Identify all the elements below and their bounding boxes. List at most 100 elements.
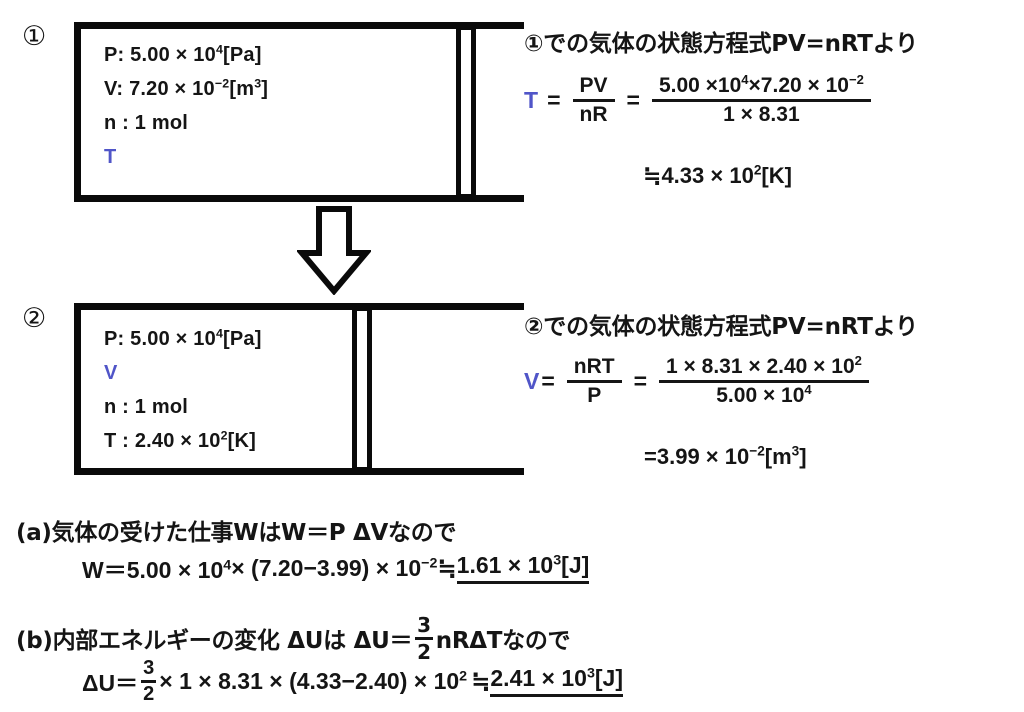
gas-pressure-mantissa-1: 5.00 × 10 — [130, 44, 216, 66]
equals-symbol-2: = — [644, 444, 657, 469]
part-b-mid-text: × 1 × 8.31 × (4.33−2.40) × 10 — [159, 667, 460, 694]
result-unit-1: [K] — [761, 163, 792, 188]
down-block-arrow — [295, 205, 373, 296]
gas-temperature-mantissa-2: 2.40 × 10 — [134, 430, 221, 452]
result-unit-open-2: [m — [764, 444, 792, 469]
derivation-heading-2: ②での気体の状態方程式PV=nRTより — [524, 314, 918, 340]
gas-state-list-2: P: 5.00 × 104[Pa] V n : 1 mol T : 2.40 ×… — [104, 322, 262, 458]
fraction-bar — [572, 99, 615, 102]
fraction-three-halves-heading: 3 2 — [415, 613, 433, 664]
cylinder-top-wall-1 — [74, 22, 524, 29]
result-unit-exponent-2: 3 — [791, 443, 800, 459]
fraction-denominator: nR — [579, 103, 608, 126]
gas-pressure-exponent-1: 4 — [215, 42, 224, 57]
cylinder-diagram-1 — [74, 22, 524, 202]
derivation-equation-2: V = nRT P = 1 × 8.31 × 2.40 × 102 5.00 ×… — [524, 353, 918, 408]
cylinder-bottom-wall-2 — [74, 468, 524, 475]
fraction-three-halves: 3 2 — [141, 657, 157, 706]
part-a-mid: × (7.20−3.99) × 10−2 — [231, 555, 437, 582]
derivation-result-1: ≒4.33 × 102[K] — [643, 163, 792, 189]
fraction-pv-over-nr: PV nR — [572, 74, 615, 127]
numeric-denominator-2: 5.00 × 10 — [716, 384, 805, 407]
derivation-equals-2a: = — [541, 368, 555, 394]
numeric-part-a: 5.00 ×10 — [658, 74, 742, 97]
gas-volume-1: V: 7.20 × 10−2[m3] — [104, 72, 268, 106]
fraction-numeric-2: 1 × 8.31 × 2.40 × 102 5.00 × 104 — [659, 353, 869, 408]
part-a-heading: (a)気体の受けた仕事WはW＝P ΔVなので — [16, 520, 457, 546]
derivation-heading-1: ①での気体の状態方程式PV=nRTより — [524, 31, 918, 57]
derivation-equation-1: T = PV nR = 5.00 ×104×7.20 × 10−2 1 × 8.… — [524, 72, 918, 127]
gas-pressure-1: P: 5.00 × 104[Pa] — [104, 38, 268, 72]
fraction-bar-b — [141, 680, 157, 683]
part-a-mid-exponent: −2 — [421, 554, 438, 571]
fraction-bar-numeric-2 — [659, 380, 869, 383]
derivation-block-2: ②での気体の状態方程式PV=nRTより V = nRT P = 1 × 8.31… — [524, 307, 918, 408]
gas-pressure-2: P: 5.00 × 104[Pa] — [104, 322, 262, 356]
numeric-part-a-exp: 4 — [741, 72, 749, 87]
piston-1 — [456, 25, 476, 199]
derivation-equals-2b: = — [633, 368, 648, 394]
gas-temperature-unit-2: [K] — [227, 430, 257, 452]
gas-pressure-label-1: P: — [104, 44, 125, 66]
part-a-mid-text: × (7.20−3.99) × 10 — [231, 554, 422, 581]
gas-temperature-1: T — [104, 146, 117, 168]
derivation-equals-1b: = — [626, 87, 640, 113]
gas-volume-unit-exponent-1: 3 — [254, 76, 262, 91]
fraction-numerator-2: nRT — [573, 355, 615, 378]
fraction-numerator-b: 3 — [143, 657, 155, 679]
gas-temperature-label-2: T : — [104, 430, 130, 452]
part-a-answer-exponent: 3 — [553, 552, 562, 569]
fraction-denominator-2: P — [587, 384, 602, 407]
gas-volume-2: V — [104, 362, 118, 384]
part-a-approx-symbol: ≒ — [437, 554, 457, 581]
part-a-lhs-exponent: 4 — [223, 557, 232, 574]
part-b-mid-exponent: 2 — [459, 668, 468, 685]
gas-pressure-unit-2: [Pa] — [223, 328, 262, 350]
gas-volume-exponent-1: −2 — [214, 76, 230, 91]
approx-symbol-1: ≒ — [643, 163, 662, 188]
fraction-numerator: PV — [579, 74, 608, 97]
cylinder-left-wall-1 — [74, 22, 81, 202]
gas-pressure-unit-1: [Pa] — [223, 44, 262, 66]
part-b-equation: ΔU＝ 3 2 × 1 × 8.31 × (4.33−2.40) × 102 ≒… — [82, 657, 624, 706]
derivation-lhs-2: V — [524, 368, 540, 394]
part-b-answer-exponent: 3 — [586, 665, 595, 682]
part-a-answer-unit: [J] — [561, 552, 590, 578]
gas-temperature-2: T : 2.40 × 102[K] — [104, 424, 262, 458]
fraction-denominator-b: 2 — [143, 682, 155, 705]
result-exponent-1: 2 — [753, 162, 762, 178]
fraction-bar-2 — [566, 380, 622, 383]
part-a-answer-mantissa: 1.61 × 10 — [456, 552, 554, 578]
numeric-numerator-2-exp: 2 — [854, 353, 862, 368]
cylinder-top-wall-2 — [74, 303, 524, 310]
derivation-equals-1a: = — [547, 87, 561, 113]
result-mantissa-1: 4.33 × 10 — [661, 163, 754, 188]
derivation-block-1: ①での気体の状態方程式PV=nRTより T = PV nR = 5.00 ×10… — [524, 24, 918, 127]
gas-pressure-label-2: P: — [104, 328, 125, 350]
part-a-answer: 1.61 × 103[J] — [456, 552, 590, 584]
cylinder-left-wall-2 — [74, 303, 81, 475]
fraction-numerator-numeric-1: 5.00 ×104×7.20 × 10−2 — [652, 72, 871, 99]
part-a-lhs: W＝5.00 × 104 — [82, 551, 231, 585]
part-b-mid: × 1 × 8.31 × (4.33−2.40) × 102 — [159, 668, 467, 695]
gas-volume-unit-open-1: [m — [229, 78, 255, 100]
fraction-denominator-numeric-2: 5.00 × 104 — [709, 383, 818, 408]
fraction-numerator-numeric-2: 1 × 8.31 × 2.40 × 102 — [659, 353, 869, 380]
numeric-part-b: ×7.20 × 10 — [748, 74, 849, 97]
fraction-numeric-1: 5.00 ×104×7.20 × 10−2 1 × 8.31 — [651, 72, 871, 127]
gas-temperature-exponent-2: 2 — [220, 428, 228, 443]
cylinder-diagram-2 — [74, 303, 524, 475]
part-b-lhs: ΔU＝ — [82, 670, 139, 697]
gas-state-list-1: P: 5.00 × 104[Pa] V: 7.20 × 10−2[m3] n :… — [104, 38, 268, 174]
derivation-result-2: =3.99 × 10−2[m3] — [644, 444, 807, 470]
gas-volume-label-1: V: — [104, 78, 124, 100]
part-b-heading-pre: (b)内部エネルギーの変化 ΔUは ΔU＝ — [16, 628, 413, 655]
gas-volume-unit-close-1: ] — [261, 78, 269, 100]
numeric-part-b-exp: −2 — [848, 72, 864, 87]
gas-volume-mantissa-1: 7.20 × 10 — [129, 78, 215, 100]
part-b-approx-symbol: ≒ — [471, 667, 491, 694]
gas-moles-1: n : 1 mol — [104, 112, 189, 134]
derivation-lhs-1: T — [524, 87, 539, 113]
step-marker-2: ② — [22, 303, 47, 334]
part-b-heading-post: nRΔTなので — [435, 628, 571, 655]
